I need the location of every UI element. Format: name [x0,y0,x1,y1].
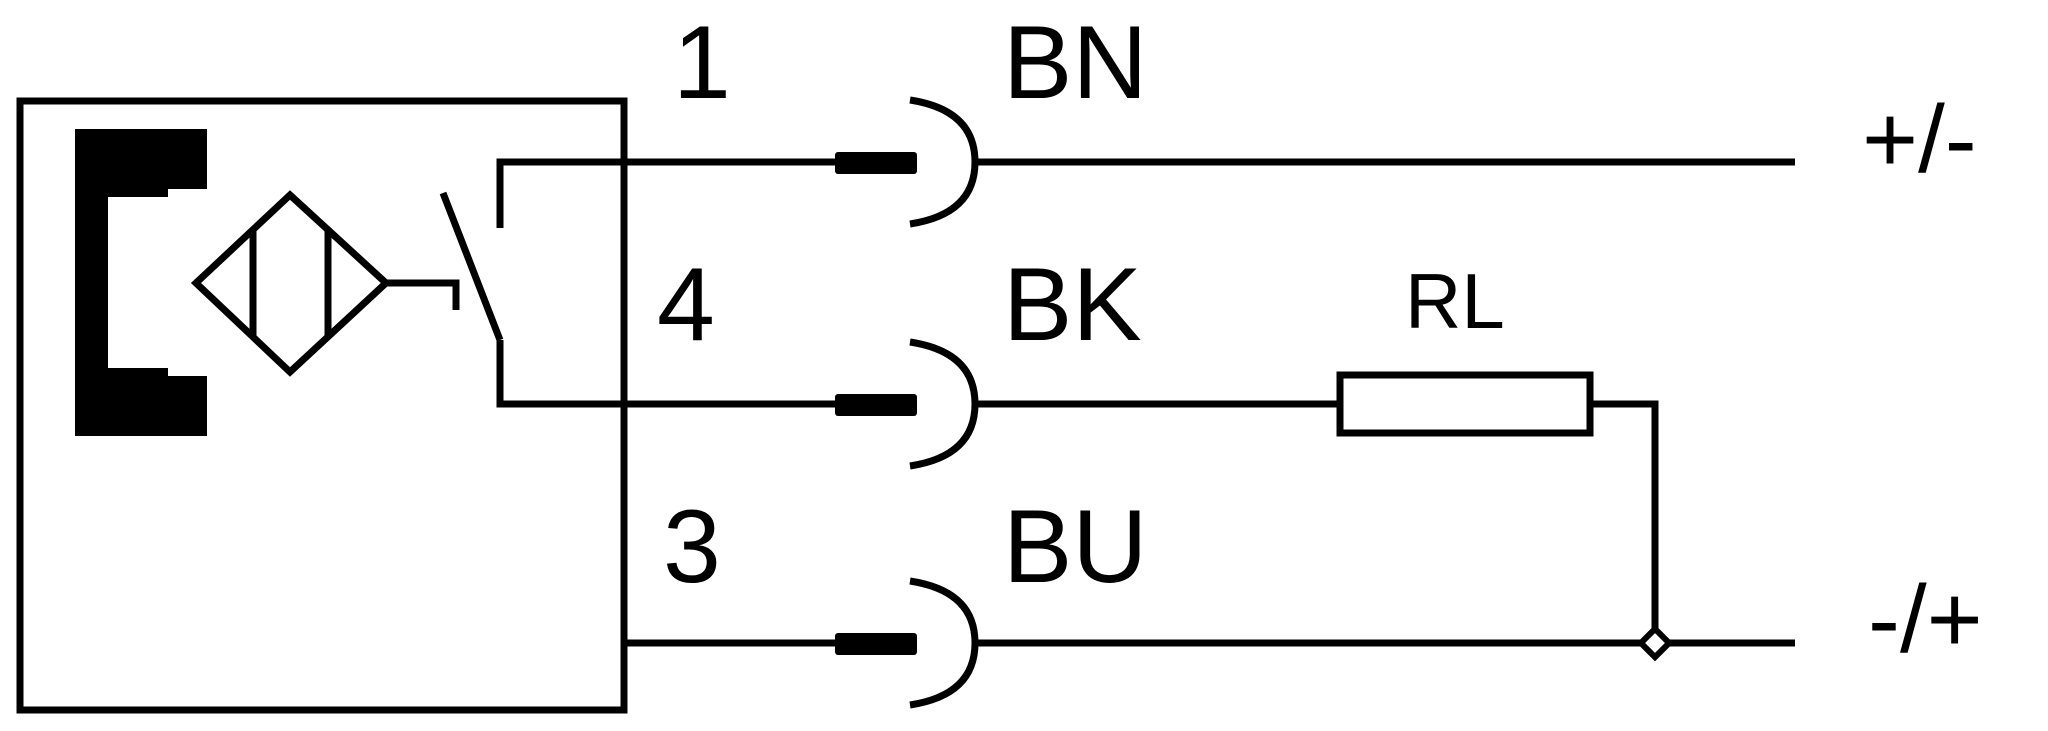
plug-pin-bn [835,152,917,174]
pin-label-3: 3 [663,489,721,605]
switch-dashed-link [420,279,460,310]
switch-wire-top [496,158,845,228]
plug-pin-bk [835,394,917,416]
switch-blade-icon [439,191,504,342]
pin-label-4: 4 [657,247,715,363]
inductive-sensor-icon [190,190,392,377]
supply-positive-label: +/- [1862,86,1977,193]
socket-arc-bn [909,96,979,228]
socket-arc-bk [909,338,979,470]
plug-pin-bu [835,633,917,655]
load-label: RL [1405,257,1505,345]
wire-code-bu: BU [1003,489,1147,605]
wire-code-bk: BK [1003,247,1142,363]
supply-negative-label: -/+ [1868,566,1983,673]
wire-code-bn: BN [1003,5,1147,121]
load-return-wire [1590,400,1659,628]
load-resistor-icon [1336,371,1594,437]
socket-arc-bu [909,577,979,709]
sensing-face-icon [75,129,207,436]
pin-label-1: 1 [673,5,731,121]
junction-icon [1636,624,1674,662]
